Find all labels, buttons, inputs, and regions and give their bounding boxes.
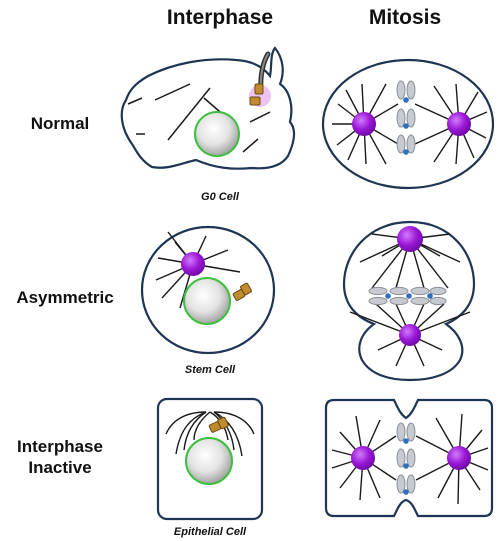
epithelial-right-centrosome [447,446,471,470]
epithelial-left-centrosome [351,446,375,470]
stem-cell [142,227,274,353]
epithelial-cell [158,399,262,519]
normal-mitotic-cell [323,60,493,188]
stem-centrosome [181,252,205,276]
asymmetric-mitotic-cell [344,222,474,380]
asymmetric-lower-centrosome [399,324,421,346]
epithelial-nucleus [186,438,232,484]
normal-left-centrosome [352,112,376,136]
stem-nucleus [184,278,230,324]
g0-nucleus [195,112,239,156]
asymmetric-upper-centrosome [397,226,423,252]
normal-right-centrosome [447,112,471,136]
g0-cell [122,48,294,169]
epithelial-mitotic-cell [326,400,492,516]
